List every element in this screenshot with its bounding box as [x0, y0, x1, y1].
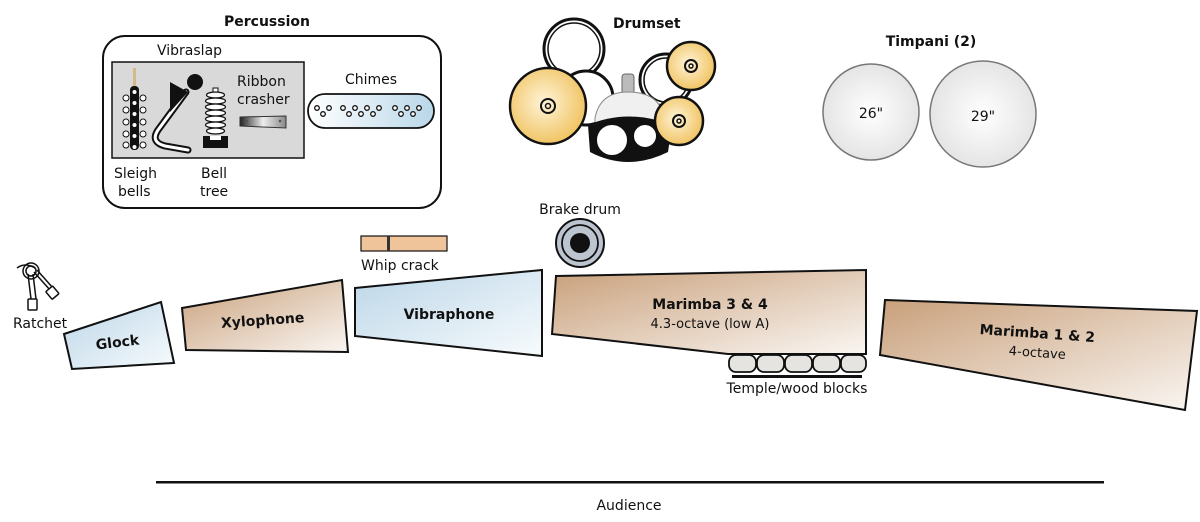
sleigh-bells-label-line2: bells [118, 184, 151, 200]
ratchet-icon [16, 262, 60, 311]
whip-crack-icon [360, 235, 448, 252]
percussion-title: Percussion [224, 14, 310, 30]
ratchet: Ratchet [13, 262, 68, 332]
audience: Audience [156, 481, 1104, 514]
whip-crack-label: Whip crack [361, 258, 440, 274]
cymbal-bottom-right [653, 95, 705, 147]
drum-hardware [588, 73, 672, 162]
temple-blocks-icon [728, 354, 867, 373]
timpani-drum-26: 26" [822, 63, 920, 161]
marimba-3-4-detail: 4.3-octave (low A) [651, 317, 770, 332]
cymbal-top-right [665, 40, 717, 92]
timpani-drum-29: 29" [929, 60, 1037, 168]
marimba-3-4: Marimba 3 & 4 4.3-octave (low A) [550, 268, 867, 355]
bell-tree-label-line2: tree [200, 184, 228, 200]
cymbal-left [508, 66, 588, 146]
ribbon-crasher-icon [239, 115, 287, 129]
vibraslap-icon [151, 74, 203, 154]
temple-blocks-label: Temple/wood blocks [726, 381, 868, 397]
bell-tree-icon [203, 87, 228, 148]
percussion-section: Percussion Vibraslap [102, 14, 442, 209]
drumset-section: Drumset [508, 16, 717, 162]
marimba-1-2: Marimba 1 & 2 4-octave [878, 298, 1199, 412]
brake-drum: Brake drum [539, 202, 621, 268]
audience-line [156, 481, 1104, 484]
vibraphone-label: Vibraphone [404, 307, 495, 323]
marimba-3-4-name: Marimba 3 & 4 [652, 297, 768, 313]
xylophone-label: Xylophone [221, 310, 305, 332]
ribbon-crasher-label-line1: Ribbon [237, 74, 286, 90]
timpani-section: Timpani (2) 26" 29" [822, 34, 1037, 168]
audience-label: Audience [596, 498, 661, 514]
timpani-size-26: 26" [859, 106, 883, 122]
sleigh-bells-label-line1: Sleigh [114, 166, 157, 182]
vibraslap-label: Vibraslap [157, 43, 222, 59]
marimba-1-2-detail: 4-octave [1008, 344, 1066, 363]
bell-tree-label-line1: Bell [201, 166, 227, 182]
temple-blocks-stand [732, 375, 862, 378]
sleigh-bells-icon [122, 68, 147, 150]
ribbon-crasher-label-line2: crasher [237, 92, 290, 108]
whip-crack: Whip crack [360, 235, 448, 274]
chimes-label: Chimes [345, 72, 397, 88]
temple-blocks: Temple/wood blocks [726, 354, 868, 397]
drumset-title: Drumset [613, 16, 681, 32]
brake-drum-label: Brake drum [539, 202, 621, 218]
timpani-title: Timpani (2) [886, 34, 977, 50]
chimes-icon [307, 93, 435, 129]
xylophone: Xylophone [180, 278, 350, 354]
timpani-size-29: 29" [971, 109, 995, 125]
ratchet-label: Ratchet [13, 316, 68, 332]
glock-label: Glock [95, 332, 141, 353]
brake-drum-icon [555, 218, 605, 268]
glock: Glock [62, 300, 176, 371]
vibraphone: Vibraphone [354, 268, 543, 358]
